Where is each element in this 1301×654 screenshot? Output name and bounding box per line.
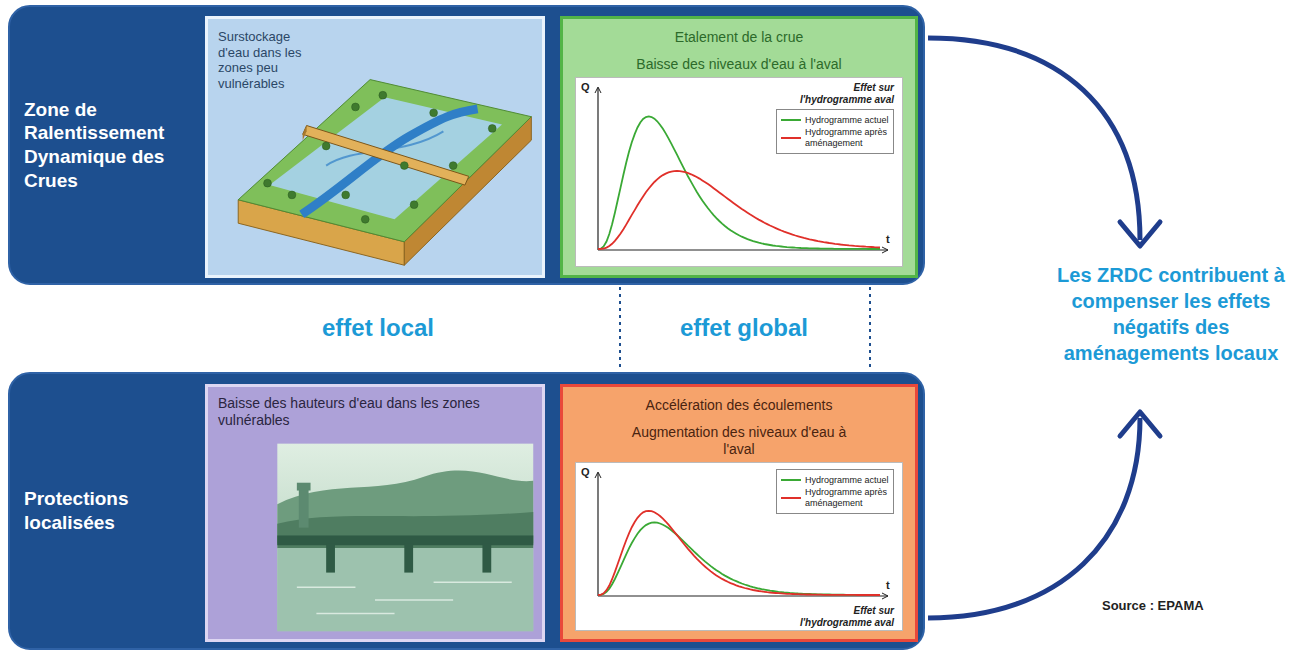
hydrograph-plot xyxy=(576,78,902,266)
curved-arrow xyxy=(928,418,1140,618)
legend-row: Hydrogramme actuel xyxy=(781,475,889,485)
legend-line xyxy=(781,117,801,123)
arrow-head xyxy=(1120,222,1160,246)
legend-line-sample xyxy=(781,119,801,121)
curved-arrow xyxy=(928,38,1140,240)
hydrograph-curve xyxy=(598,511,880,595)
conclusion-text: Les ZRDC contribuent à compenser les eff… xyxy=(1046,262,1296,366)
band-title: Protections localisées xyxy=(24,487,199,535)
hydrograph-curve xyxy=(598,523,880,596)
chart-note: Effet sur l'hydrogramme aval xyxy=(784,82,894,105)
effect-panel: Etalement de la crueBaisse des niveaux d… xyxy=(560,16,918,278)
legend-text: Hydrogramme actuel xyxy=(805,115,889,125)
hydrograph-curve xyxy=(598,171,880,249)
legend-line xyxy=(781,495,801,501)
legend-box: Hydrogramme actuelHydrogramme après amén… xyxy=(776,109,894,154)
panel-heading: Baisse des niveaux d'eau à l'aval xyxy=(563,56,915,73)
axis-label: Q xyxy=(581,466,590,478)
axis-arrow xyxy=(595,87,601,93)
hydrograph-chart: Qt Effet sur l'hydrogramme avalHydrogramm… xyxy=(575,77,903,267)
panel-caption: Baisse des hauteurs d'eau dans les zones… xyxy=(218,395,518,429)
dotted-divider xyxy=(619,287,621,370)
axis-label: t xyxy=(886,579,890,591)
panel-heading: Etalement de la crue xyxy=(563,29,915,46)
legend-row: Hydrogramme après aménagement xyxy=(781,127,889,148)
source-note: Source : EPAMA xyxy=(1102,598,1204,613)
panel-heading: Accélération des écoulements xyxy=(624,397,854,414)
axis-arrow xyxy=(595,472,601,478)
axis-label: Q xyxy=(581,81,590,93)
legend-text: Hydrogramme après aménagement xyxy=(805,127,889,148)
photo-panel: Baisse des hauteurs d'eau dans les zones… xyxy=(205,384,545,642)
axis-line xyxy=(597,88,598,250)
legend-line-sample xyxy=(781,479,801,481)
legend-line xyxy=(781,135,801,141)
band-panel: Protections localisées Baisse des hauteu… xyxy=(8,372,925,650)
legend-row: Hydrogramme après aménagement xyxy=(781,487,889,508)
panel-heading: Augmentation des niveaux d'eau à l'aval xyxy=(624,424,854,458)
legend-row: Hydrogramme actuel xyxy=(781,115,889,125)
axis-arrow xyxy=(882,247,888,253)
axis-arrow xyxy=(882,593,888,599)
band-panel: Zone de Ralentissement Dynamique des Cru… xyxy=(8,5,925,285)
band-title: Zone de Ralentissement Dynamique des Cru… xyxy=(24,98,199,193)
chart-note: Effet sur l'hydrogramme aval xyxy=(784,605,894,628)
dotted-divider xyxy=(869,287,871,370)
legend-line-sample xyxy=(781,137,801,139)
panel-caption: Surstockage d'eau dans les zones peu vul… xyxy=(218,29,318,91)
axis-line xyxy=(597,473,598,596)
effect-label: effet global xyxy=(680,314,808,342)
effect-label: effet local xyxy=(322,314,434,342)
legend-text: Hydrogramme actuel xyxy=(805,475,889,485)
effect-panel: Accélération des écoulementsAugmentation… xyxy=(560,384,918,642)
axis-label: t xyxy=(886,233,890,245)
legend-box: Hydrogramme actuelHydrogramme après amén… xyxy=(776,469,894,514)
arrow-head xyxy=(1120,412,1160,436)
legend-line xyxy=(781,477,801,483)
legend-text: Hydrogramme après aménagement xyxy=(805,487,889,508)
legend-line-sample xyxy=(781,497,801,499)
illustration-panel: Surstockage d'eau dans les zones peu vul… xyxy=(205,16,545,278)
hydrograph-chart: QtEffet sur l'hydrogramme aval Hydrogramm… xyxy=(575,462,903,631)
